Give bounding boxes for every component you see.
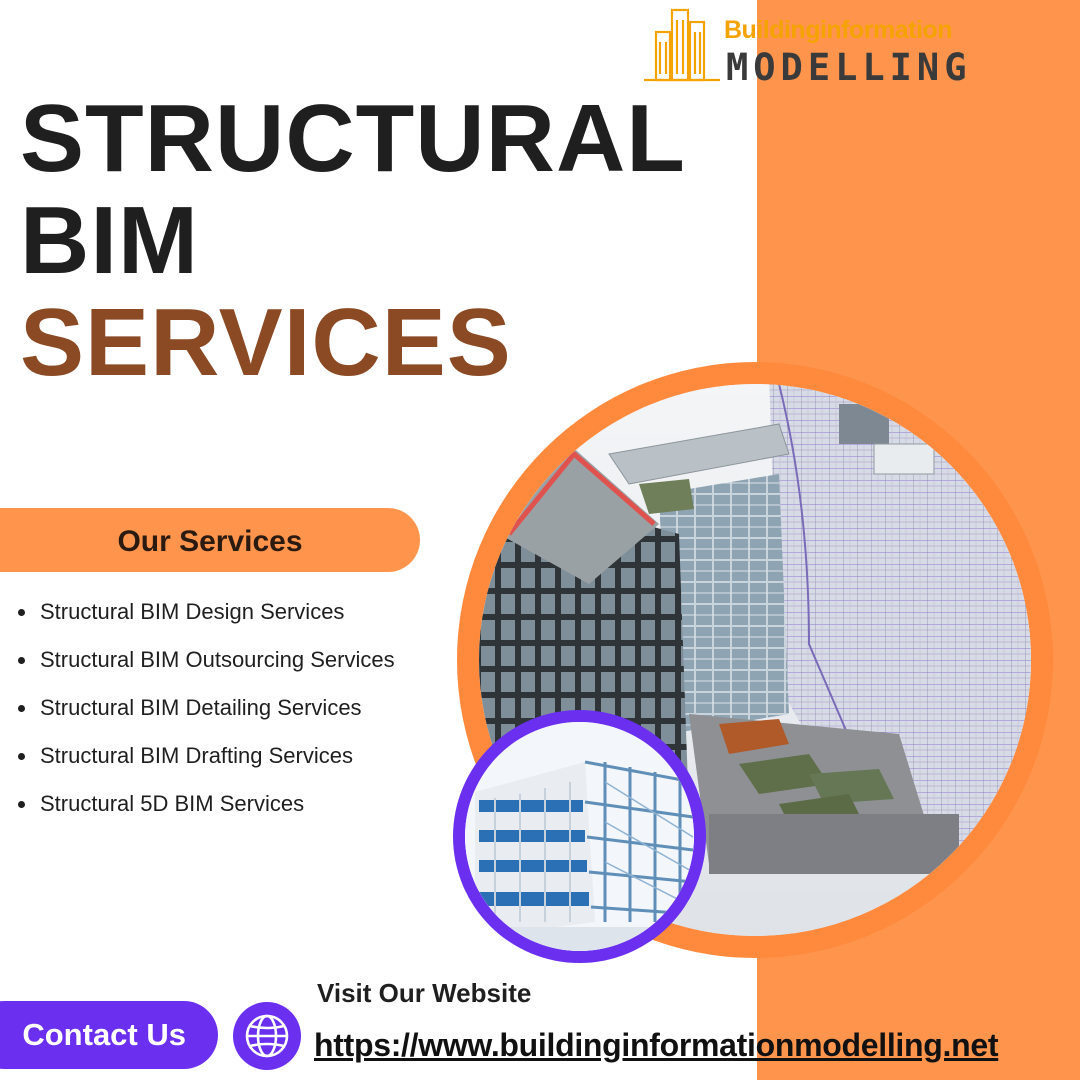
service-label: Structural 5D BIM Services xyxy=(40,791,305,816)
contact-us-button[interactable]: Contact Us xyxy=(0,1001,218,1069)
headline-line2: BIM xyxy=(20,187,199,294)
bullet-icon xyxy=(18,705,25,712)
list-item: Structural 5D BIM Services xyxy=(18,786,395,834)
globe-icon-graphic xyxy=(245,1014,289,1058)
headline-line1: STRUCTURAL xyxy=(20,85,686,192)
logo-line1: Buildinginformation xyxy=(724,16,952,44)
our-services-banner: Our Services xyxy=(0,508,420,572)
list-item: Structural BIM Design Services xyxy=(18,594,395,642)
our-services-heading: Our Services xyxy=(117,525,303,558)
inset-image-ring xyxy=(453,710,706,963)
service-label: Structural BIM Drafting Services xyxy=(40,743,353,768)
headline-line3: SERVICES xyxy=(20,289,512,396)
service-label: Structural BIM Outsourcing Services xyxy=(40,647,395,672)
bullet-icon xyxy=(18,801,25,808)
service-label: Structural BIM Detailing Services xyxy=(40,695,362,720)
visit-our-website-label: Visit Our Website xyxy=(317,978,532,1008)
steel-frame-illustration xyxy=(465,722,694,951)
bullet-icon xyxy=(18,609,25,616)
logo-line2: MODELLING xyxy=(726,46,972,89)
website-link[interactable]: https://www.buildinginformationmodelling… xyxy=(314,1027,999,1063)
list-item: Structural BIM Drafting Services xyxy=(18,738,395,786)
service-label: Structural BIM Design Services xyxy=(40,599,345,624)
services-list: Structural BIM Design Services Structura… xyxy=(18,594,395,834)
buildings-logo-icon xyxy=(644,8,720,82)
bullet-icon xyxy=(18,657,25,664)
globe-icon[interactable] xyxy=(233,1002,301,1070)
bullet-icon xyxy=(18,753,25,760)
list-item: Structural BIM Detailing Services xyxy=(18,690,395,738)
bim-model-illustration xyxy=(479,384,1031,936)
list-item: Structural BIM Outsourcing Services xyxy=(18,642,395,690)
headline: STRUCTURAL BIM SERVICES xyxy=(20,88,686,394)
brand-logo[interactable]: Buildinginformation MODELLING xyxy=(642,2,982,89)
structural-frame-image xyxy=(465,722,694,951)
